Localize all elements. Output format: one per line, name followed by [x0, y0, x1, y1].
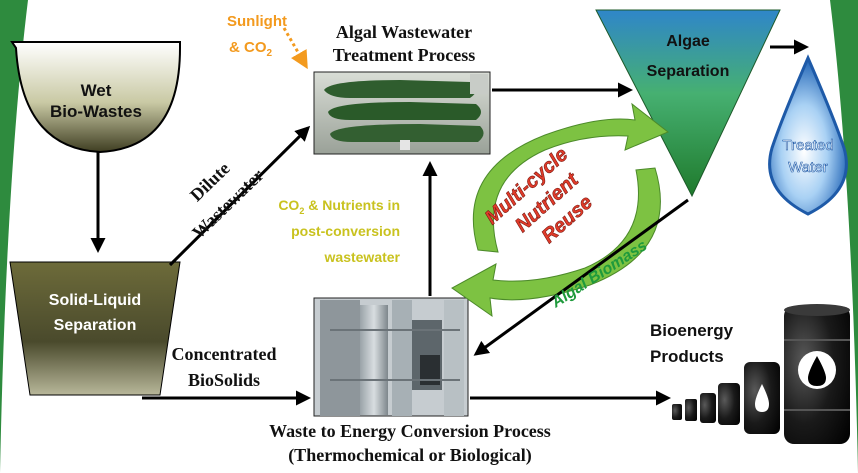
waste-to-energy-label-2: (Thermochemical or Biological)	[288, 445, 532, 466]
barrel-6	[784, 304, 850, 444]
nutrients-co2-subscript: 2	[299, 206, 304, 216]
flow-arrows	[90, 39, 809, 406]
arrow-hopper-to-pond	[168, 125, 311, 267]
co2-subscript: 2	[267, 48, 273, 59]
concentrated-biosolids-label-1: Concentrated	[172, 344, 277, 364]
waste-to-energy-label-1: Waste to Energy Conversion Process	[269, 421, 551, 441]
algae-separation-triangle	[595, 9, 781, 198]
algal-treatment-label-2: Treatment Process	[333, 45, 475, 65]
algae-separation-label-2: Separation	[647, 63, 730, 80]
barrel-5	[744, 362, 780, 434]
nutrients-label-2: post-conversion	[291, 223, 400, 239]
algal-pond-photo	[313, 71, 491, 155]
barrel-3	[700, 393, 716, 423]
co2-label: & CO2	[229, 39, 273, 59]
wet-biowastes-label-2: Bio-Wastes	[50, 102, 142, 121]
algal-treatment-label-1: Algal Wastewater	[336, 22, 472, 42]
treated-water-label-2: Water	[788, 159, 827, 176]
bioenergy-products-label-1: Bioenergy	[650, 321, 734, 340]
bioenergy-barrels	[672, 304, 850, 444]
multi-cycle-arrows	[451, 102, 669, 318]
solid-liquid-label-2: Separation	[54, 317, 137, 334]
algae-separation-label-1: Algae	[666, 33, 710, 50]
frame-left-border	[0, 0, 28, 473]
barrel-2	[685, 399, 697, 421]
treated-water-drop	[768, 54, 848, 216]
solid-liquid-label-1: Solid-Liquid	[49, 292, 141, 309]
reactor-lab-photo	[313, 297, 469, 417]
solid-liquid-hopper	[9, 261, 181, 396]
nutrients-label-3: wastewater	[324, 249, 401, 265]
nutrients-label-1: CO2 & Nutrients in	[278, 197, 400, 216]
concentrated-biosolids-label-2: BioSolids	[188, 370, 260, 390]
sunlight-arrow	[282, 27, 308, 70]
frame-right-border	[830, 0, 858, 473]
treated-water-label-1: Treated	[782, 137, 833, 154]
wet-biowastes-label-1: Wet	[81, 81, 112, 100]
wet-biowastes-bowl	[10, 41, 181, 154]
arrow-separation-to-reactor	[473, 198, 689, 356]
sunlight-label: Sunlight	[227, 13, 287, 30]
barrel-4	[718, 383, 740, 425]
barrel-1	[672, 404, 682, 420]
bioenergy-products-label-2: Products	[650, 347, 724, 366]
